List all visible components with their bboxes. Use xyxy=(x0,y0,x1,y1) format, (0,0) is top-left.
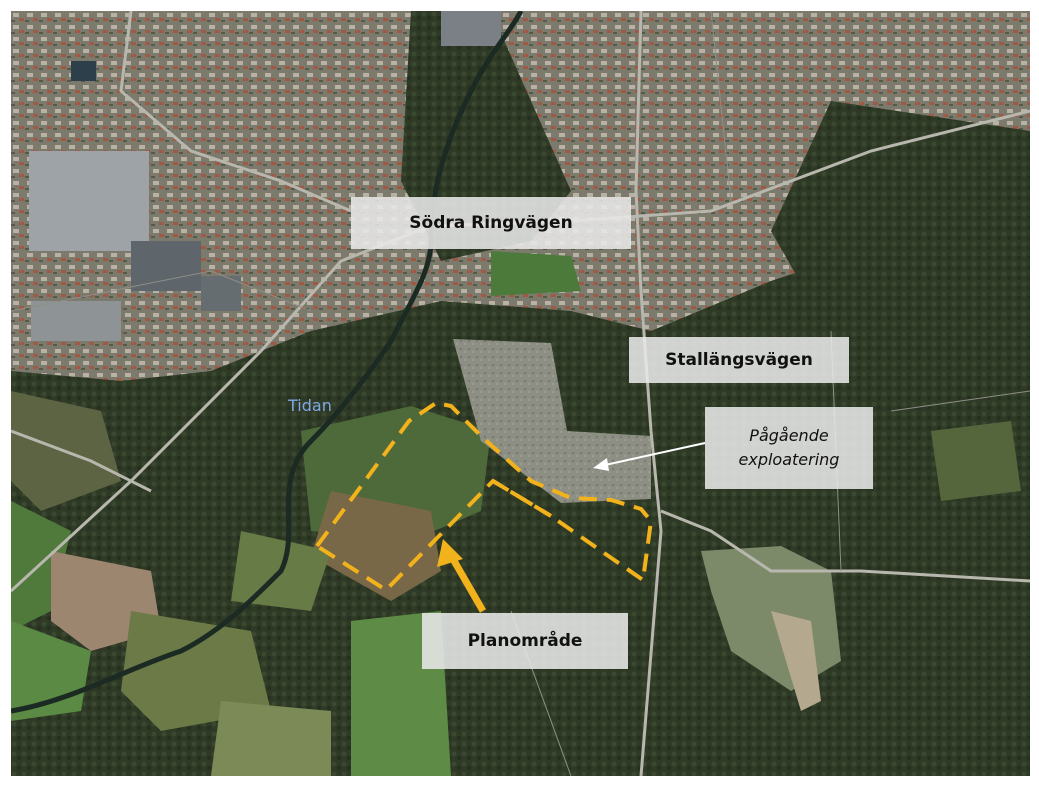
road-label-stallangsvagen-text: Stallängsvägen xyxy=(665,350,813,370)
river-label-tidan: Tidan xyxy=(288,396,332,415)
plan-area-label: Planområde xyxy=(422,613,628,669)
road-label-sodra-ringvagen-text: Södra Ringvägen xyxy=(409,213,573,233)
ongoing-exploitation-label: Pågående exploatering xyxy=(705,407,873,489)
plan-area-outline xyxy=(314,400,654,593)
ongoing-exploitation-line2: exploatering xyxy=(738,450,840,469)
ongoing-exploitation-arrow xyxy=(593,442,706,471)
road-label-stallangsvagen: Stallängsvägen xyxy=(629,337,849,383)
aerial-map: Södra Ringvägen Stallängsvägen Pågående … xyxy=(11,11,1030,776)
ongoing-exploitation-line1: Pågående xyxy=(749,426,829,445)
plan-area-arrow xyxy=(437,539,487,613)
plan-area-label-text: Planområde xyxy=(467,631,583,651)
road-label-sodra-ringvagen: Södra Ringvägen xyxy=(351,197,631,249)
